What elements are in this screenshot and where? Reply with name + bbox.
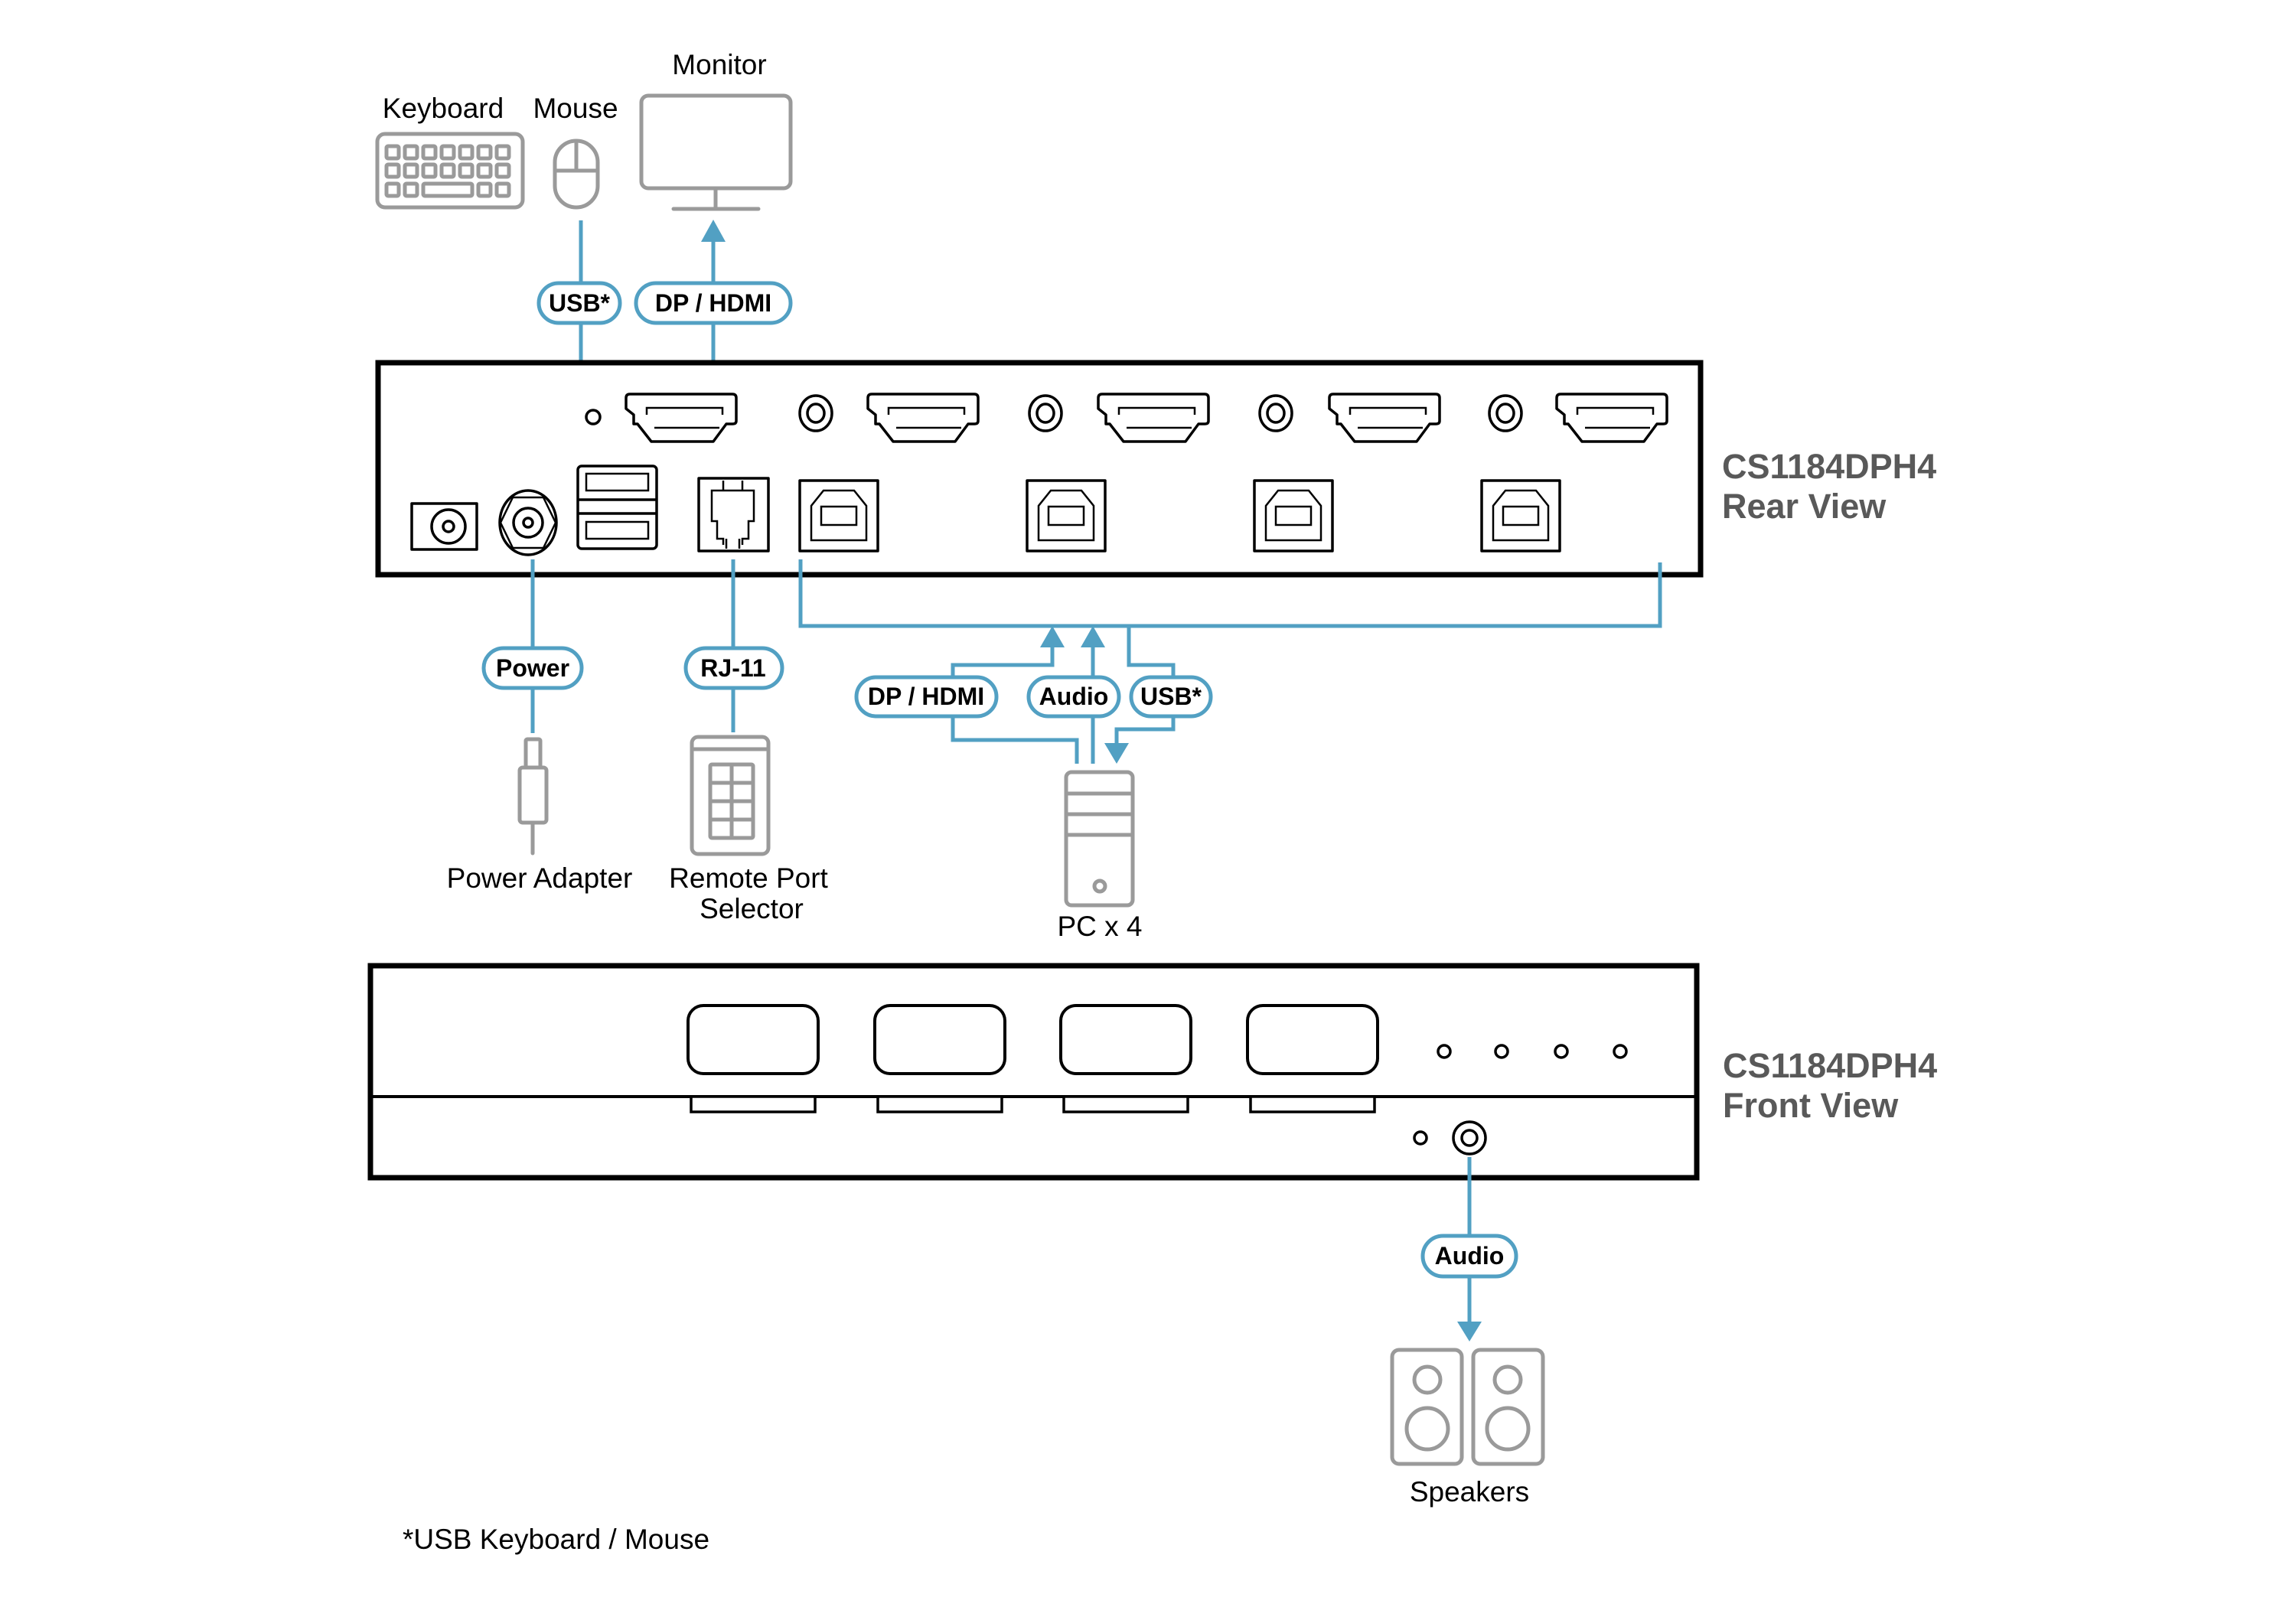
remote-port-selector-label-1: Remote Port — [669, 862, 828, 894]
audio-jack — [1488, 394, 1523, 432]
pc-audio-cable: Audio — [1026, 626, 1121, 764]
remote-port-selector-device: Remote Port Selector — [669, 735, 829, 924]
front-panel — [367, 963, 1700, 1181]
console-video-label: DP / HDMI — [655, 289, 771, 317]
port-selection-button-1[interactable] — [687, 1004, 820, 1113]
pc-device: PC x 4 — [1057, 770, 1143, 942]
arrow-up-icon — [1040, 626, 1065, 647]
pc-audio-pill: Audio — [1026, 675, 1121, 719]
rj11-pill: RJ-11 — [683, 646, 784, 690]
usb-b-port — [1253, 479, 1334, 553]
console-hdmi-port — [625, 393, 738, 443]
console-video-pill: DP / HDMI — [634, 281, 793, 325]
remote-port-selector-label-2: Selector — [700, 893, 804, 924]
mouse-icon — [553, 139, 600, 210]
power-adapter-device: Power Adapter — [447, 737, 633, 894]
audio-jack — [798, 394, 833, 432]
audio-jack — [1028, 394, 1063, 432]
front-view-title: Front View — [1723, 1086, 1899, 1125]
rear-view-label: CS1184DPH4 Rear View — [1722, 447, 1936, 526]
speakers-icon — [1390, 1348, 1545, 1466]
power-plug-icon — [517, 737, 549, 856]
pc-bus-cable — [798, 559, 1662, 628]
console-usb-label: USB* — [549, 289, 611, 317]
port-selection-button-2[interactable] — [873, 1004, 1006, 1113]
keyboard-device: Keyboard — [375, 93, 525, 210]
hdmi-port — [1097, 393, 1210, 443]
pc-video-cable: DP / HDMI — [854, 626, 1079, 764]
power-label: Power — [496, 654, 569, 682]
pc-port-group-3 — [1253, 393, 1441, 553]
rj11-port — [697, 477, 770, 553]
speaker-audio-cable: Audio — [1420, 1157, 1518, 1341]
power-cable: Power — [481, 559, 584, 733]
keyboard-icon — [375, 132, 525, 210]
monitor-device: Monitor — [639, 49, 793, 211]
keyboard-label: Keyboard — [383, 93, 504, 124]
port-led-4 — [1613, 1044, 1628, 1059]
rj11-label: RJ-11 — [700, 654, 765, 682]
port-selection-button-3[interactable] — [1059, 1004, 1192, 1113]
power-adapter-label: Power Adapter — [447, 862, 633, 894]
monitor-label: Monitor — [672, 49, 766, 80]
hdmi-port — [866, 393, 980, 443]
port-selection-button-4[interactable] — [1246, 1004, 1379, 1113]
remote-keypad-icon — [690, 735, 771, 856]
speakers-device: Speakers — [1390, 1348, 1545, 1508]
power-connector — [498, 489, 558, 556]
port-led-3 — [1554, 1044, 1569, 1059]
pc-port-group-2 — [1026, 393, 1210, 553]
usb-b-port — [798, 479, 879, 553]
rj11-cable: RJ-11 — [683, 559, 784, 732]
hdmi-port — [1555, 393, 1668, 443]
port-led-1 — [1437, 1044, 1452, 1059]
pc-video-label: DP / HDMI — [868, 683, 984, 710]
console-usb-pill: USB* — [536, 281, 622, 325]
speaker-audio-pill: Audio — [1420, 1234, 1518, 1279]
console-usb-a-ports — [576, 464, 658, 550]
front-led — [1413, 1130, 1428, 1146]
speakers-label: Speakers — [1410, 1476, 1529, 1508]
hdmi-port — [625, 393, 738, 443]
arrow-up-icon — [701, 220, 726, 242]
power-pill: Power — [481, 646, 584, 690]
usb-b-port — [1480, 479, 1561, 553]
speaker-audio-label: Audio — [1435, 1242, 1505, 1270]
pc-port-group-4 — [1480, 393, 1668, 553]
arrow-up-icon — [1081, 626, 1105, 647]
console-video-cable: DP / HDMI — [634, 220, 793, 386]
pc-usb-pill: USB* — [1129, 675, 1213, 719]
audio-jack — [1258, 394, 1293, 432]
pc-usb-cable: USB* — [1104, 626, 1213, 764]
port-led-2 — [1494, 1044, 1509, 1059]
rear-panel — [375, 360, 1704, 578]
rear-model-name: CS1184DPH4 — [1722, 447, 1936, 486]
monitor-icon — [639, 93, 793, 211]
rear-view-title: Rear View — [1722, 487, 1887, 526]
reset-hole — [585, 409, 602, 425]
mouse-label: Mouse — [533, 93, 618, 124]
pc-audio-label: Audio — [1039, 683, 1109, 710]
front-view-label: CS1184DPH4 Front View — [1723, 1046, 1937, 1125]
arrow-down-icon — [1457, 1322, 1482, 1341]
usb-b-port — [1026, 479, 1107, 553]
pc-usb-label: USB* — [1140, 683, 1202, 710]
dc-power-jack — [410, 502, 478, 551]
pc-port-group-1 — [798, 393, 980, 553]
console-usb-cable: USB* — [536, 220, 622, 457]
front-audio-jack — [1452, 1120, 1487, 1156]
pc-label: PC x 4 — [1057, 911, 1142, 942]
arrow-down-icon — [1104, 743, 1129, 764]
footnote: *USB Keyboard / Mouse — [403, 1524, 709, 1555]
pc-video-pill: DP / HDMI — [854, 675, 999, 719]
pc-tower-icon — [1064, 770, 1135, 908]
mouse-device: Mouse — [533, 93, 618, 210]
front-model-name: CS1184DPH4 — [1723, 1046, 1937, 1085]
hdmi-port — [1328, 393, 1441, 443]
